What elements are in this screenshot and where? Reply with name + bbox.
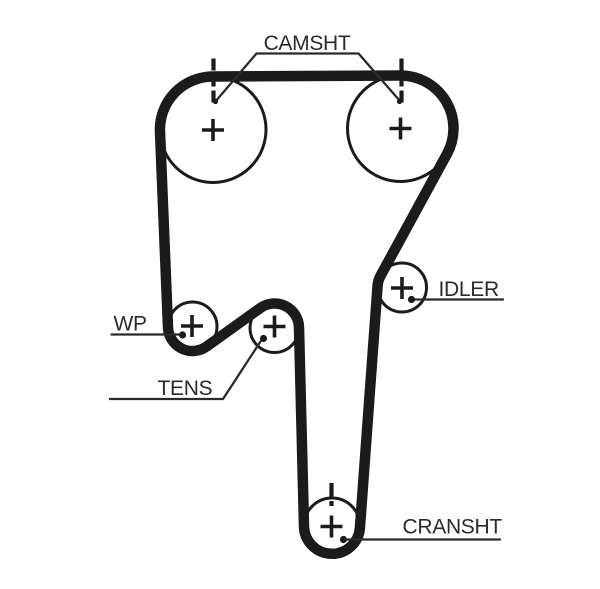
timing-belt [154,70,459,560]
idler-label: IDLER [439,278,499,301]
crosshair-icon-cam-right [389,117,412,140]
crosshair-icon-cam-left [202,119,224,141]
crosshair-icon-tensioner [263,315,286,338]
dot-icon-idler [407,295,416,304]
crosshair-icon-idler [391,277,413,299]
dot-icon-cam-right [396,98,403,105]
dot-icon-water-pump [178,331,187,339]
water-pump-label: WP [114,313,147,336]
dot-icon-cam-left [212,98,219,105]
dot-icon-crankshaft [339,535,348,544]
camshaft-leader-line [213,52,402,104]
tensioner-leader-line [108,340,262,401]
dot-icon-tensioner [259,334,268,343]
tensioner-label: TENS [158,377,213,400]
camshaft-label: CAMSHT [264,32,351,55]
crankshaft-label: CRANSHT [403,516,503,539]
crosshair-icon-crankshaft [320,515,343,538]
crosshair-icon-water-pump [181,315,203,337]
